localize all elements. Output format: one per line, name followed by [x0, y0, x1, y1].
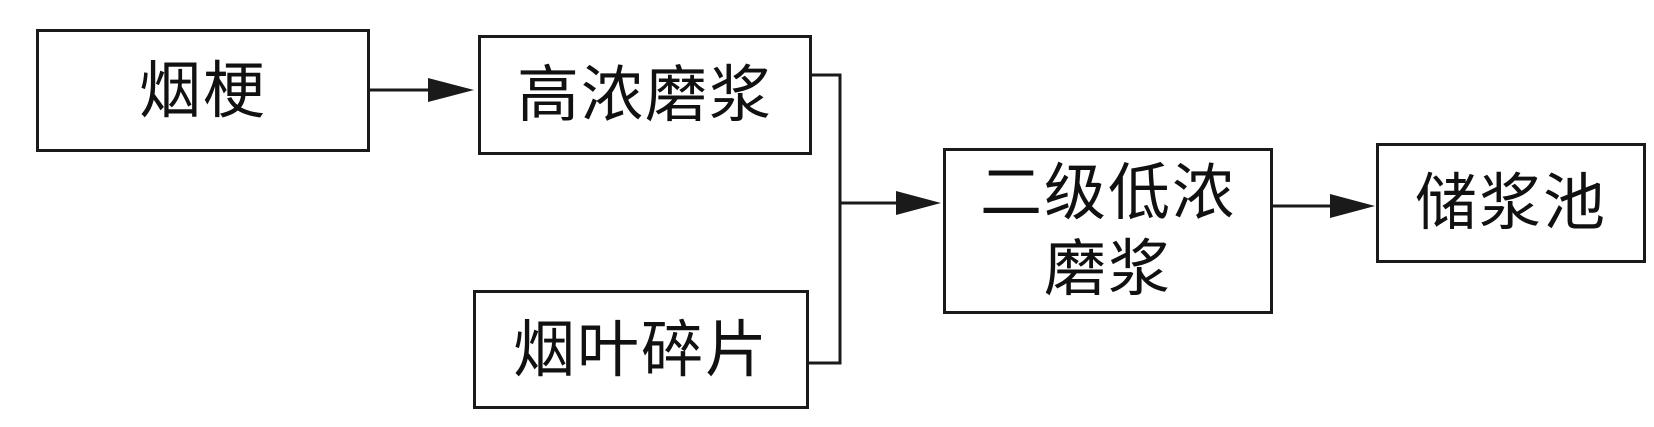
node-leaf-fragments: 烟叶碎片 [473, 290, 809, 409]
node-secondary-low-consistency-refining-label: 二级低浓磨浆 [979, 156, 1236, 305]
node-storage-tank: 储浆池 [1376, 143, 1646, 263]
arrowhead-merge-to-lc [896, 191, 941, 215]
node-leaf-fragments-label: 烟叶碎片 [512, 312, 769, 386]
node-high-consistency-refining: 高浓磨浆 [478, 35, 812, 155]
node-storage-tank-label: 储浆池 [1414, 166, 1607, 240]
edge-merge-bracket [809, 73, 842, 365]
node-stem: 烟梗 [36, 29, 370, 152]
node-stem-label: 烟梗 [138, 53, 267, 127]
arrowhead-lc-to-pool [1330, 194, 1375, 218]
node-high-consistency-refining-label: 高浓磨浆 [516, 58, 773, 132]
node-secondary-low-consistency-refining: 二级低浓磨浆 [943, 148, 1273, 314]
arrowhead-stem-to-hc [428, 78, 474, 102]
